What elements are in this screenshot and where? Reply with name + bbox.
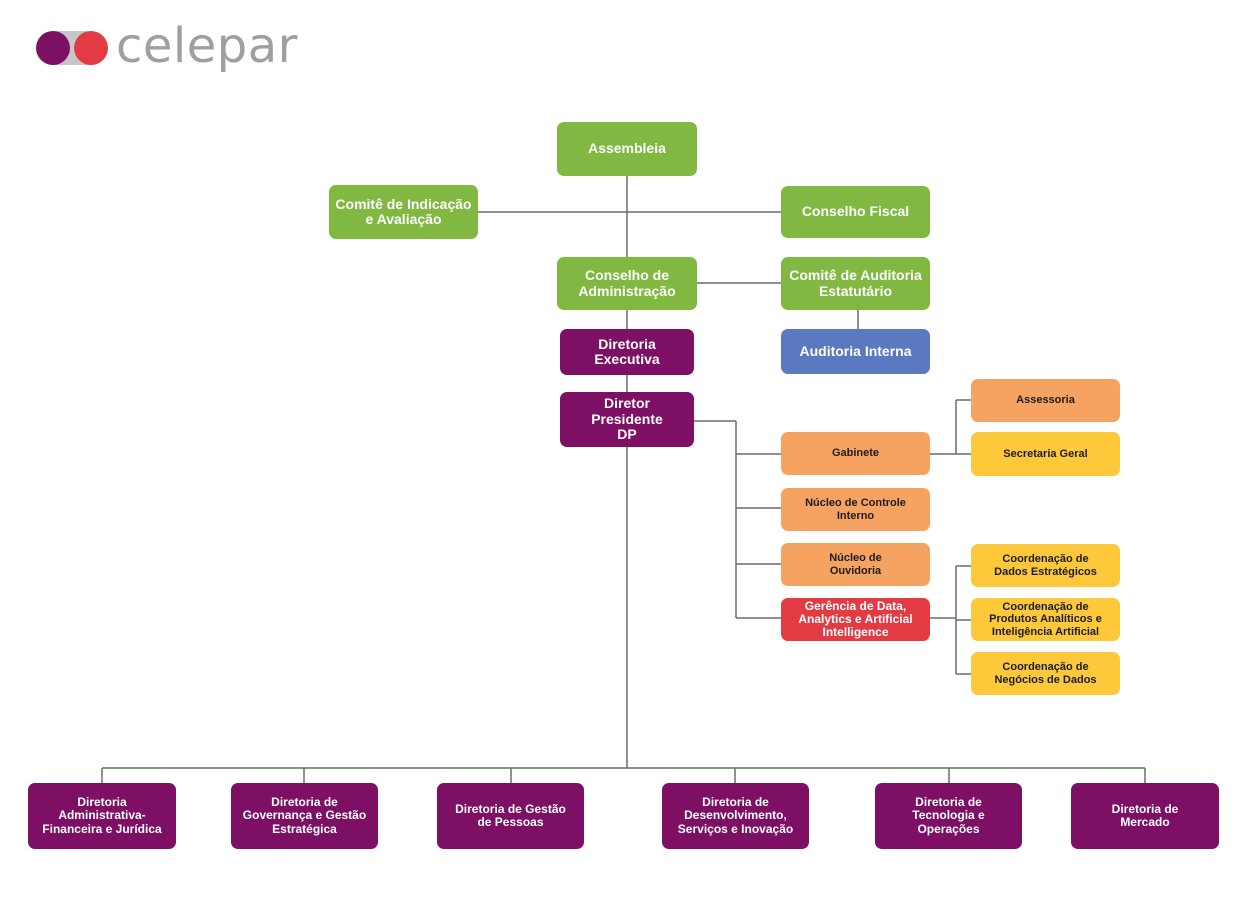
node-nucleo-controle-interno: Núcleo de Controle Interno xyxy=(781,488,930,531)
node-secretaria-geral: Secretaria Geral xyxy=(971,432,1120,476)
node-nucleo-ouvidoria: Núcleo de Ouvidoria xyxy=(781,543,930,586)
node-conselho-fiscal: Conselho Fiscal xyxy=(781,186,930,238)
celepar-logo: celepar xyxy=(36,18,316,74)
node-assembleia: Assembleia xyxy=(557,122,697,176)
node-coord-dados-estrategicos: Coordenação de Dados Estratégicos xyxy=(971,544,1120,587)
node-dir-governanca: Diretoria de Governança e Gestão Estraté… xyxy=(231,783,378,849)
logo-wordmark: celepar xyxy=(116,18,298,74)
node-comite-auditoria: Comitê de Auditoria Estatutário xyxy=(781,257,930,310)
node-dir-gestao-pessoas: Diretoria de Gestão de Pessoas xyxy=(437,783,584,849)
node-diretoria-executiva: Diretoria Executiva xyxy=(560,329,694,375)
node-gabinete: Gabinete xyxy=(781,432,930,475)
node-conselho-administracao: Conselho de Administração xyxy=(557,257,697,310)
node-assessoria: Assessoria xyxy=(971,379,1120,422)
node-coord-produtos-analiticos: Coordenação de Produtos Analíticos e Int… xyxy=(971,598,1120,641)
logo-dot-purple xyxy=(36,31,70,65)
logo-dot-red xyxy=(74,31,108,65)
node-gerencia-data: Gerência de Data, Analytics e Artificial… xyxy=(781,598,930,641)
node-coord-negocios-dados: Coordenação de Negócios de Dados xyxy=(971,652,1120,695)
node-dir-desenvolvimento: Diretoria de Desenvolvimento, Serviços e… xyxy=(662,783,809,849)
node-dir-administrativa: Diretoria Administrativa-Financeira e Ju… xyxy=(28,783,176,849)
node-dir-mercado: Diretoria de Mercado xyxy=(1071,783,1219,849)
node-dir-tecnologia: Diretoria de Tecnologia e Operações xyxy=(875,783,1022,849)
node-comite-indicacao: Comitê de Indicação e Avaliação xyxy=(329,185,478,239)
node-auditoria-interna: Auditoria Interna xyxy=(781,329,930,374)
node-diretor-presidente: Diretor Presidente DP xyxy=(560,392,694,447)
